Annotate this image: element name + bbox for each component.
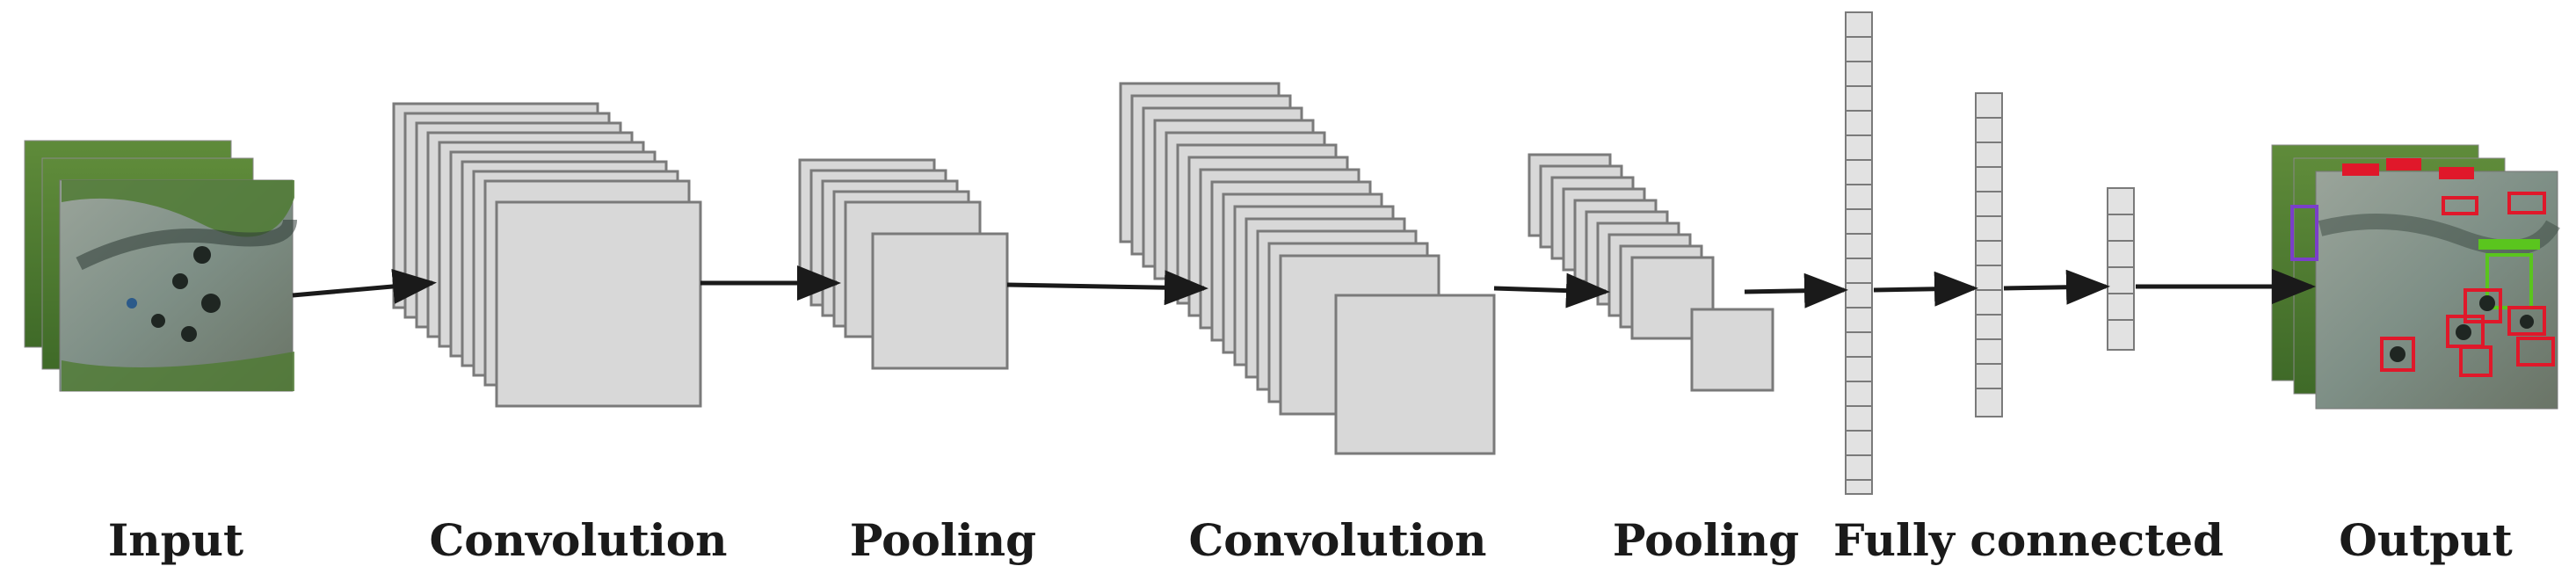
conv1-feature-maps xyxy=(392,102,702,408)
fc-layer-2 xyxy=(1975,92,2003,417)
output-image-stack xyxy=(2271,144,2560,410)
arrow-fc2-to-fc3 xyxy=(2003,269,2110,305)
pool2-feature-maps xyxy=(1527,153,1774,392)
label-fc: Fully connected xyxy=(1833,514,2224,566)
label-conv2: Convolution xyxy=(1188,514,1486,566)
arrows xyxy=(292,265,2316,309)
label-input: Input xyxy=(108,514,243,566)
label-pool1: Pooling xyxy=(850,514,1036,566)
input-image-stack xyxy=(24,140,297,392)
conv2-feature-maps xyxy=(1119,82,1496,455)
arrow-input-to-conv1 xyxy=(292,269,437,304)
label-output: Output xyxy=(2339,514,2512,566)
arrow-fc1-to-fc2 xyxy=(1873,271,1978,307)
fc-layer-1 xyxy=(1845,11,1873,495)
pool1-feature-maps xyxy=(798,158,1009,370)
input-image-front xyxy=(59,179,297,392)
arrow-conv2-to-pool2 xyxy=(1493,272,1610,309)
label-pool2: Pooling xyxy=(1613,514,1799,566)
arrow-pool2-to-fc1 xyxy=(1744,272,1848,309)
fc-layer-3 xyxy=(2107,187,2135,351)
arrow-pool1-to-conv2 xyxy=(1006,270,1208,306)
stage-labels: Input Convolution Pooling Convolution Po… xyxy=(108,514,2513,566)
label-conv1: Convolution xyxy=(429,514,727,566)
output-image-front xyxy=(2290,158,2560,410)
